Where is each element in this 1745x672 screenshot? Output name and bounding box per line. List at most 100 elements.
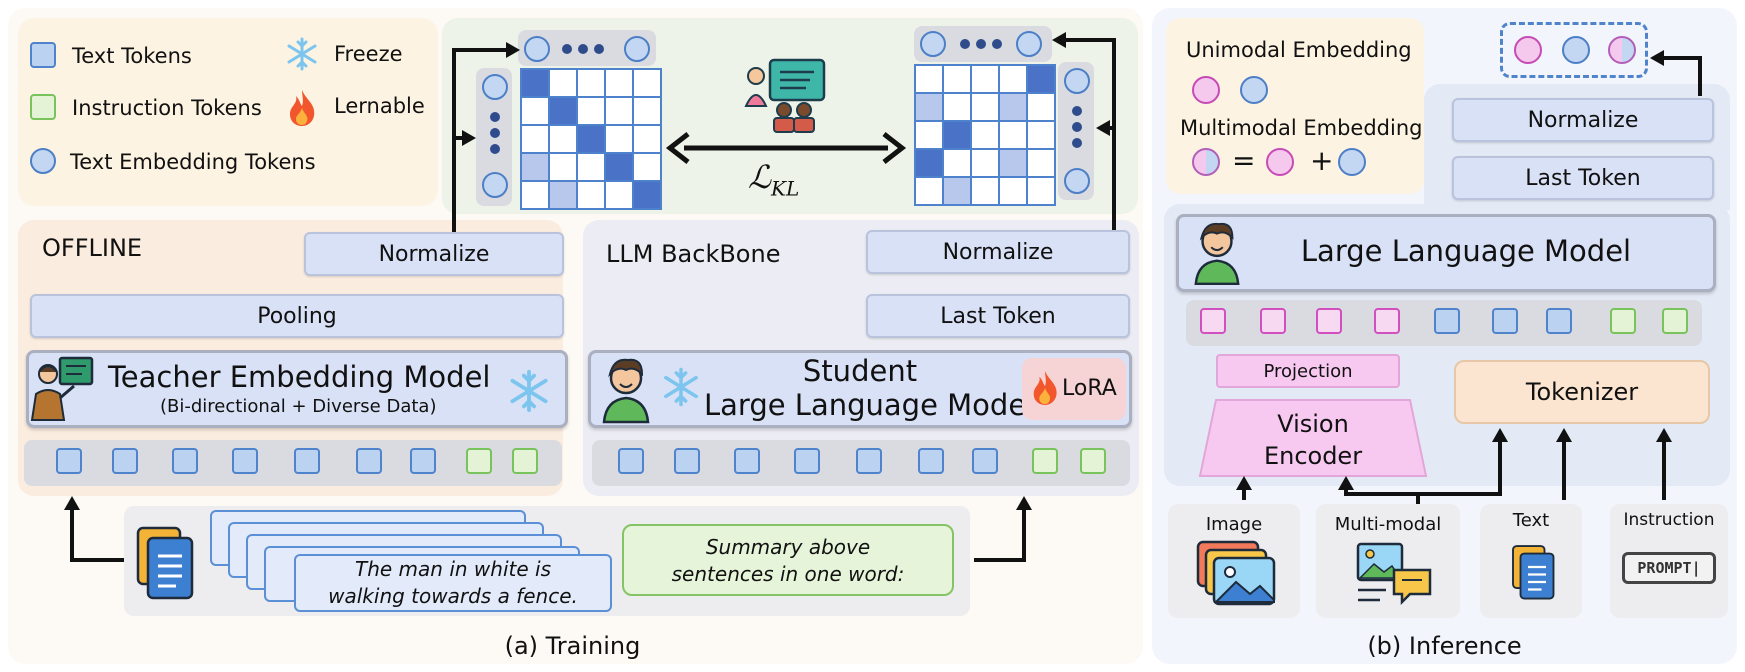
- image-token: [1316, 308, 1342, 334]
- image-token: [1200, 308, 1226, 334]
- legend-text-token-icon: [30, 42, 56, 68]
- matrix-cell: [550, 154, 576, 180]
- legend-text-embedding-tokens: Text Embedding Tokens: [70, 150, 316, 174]
- blue-embedding-dot: [1240, 76, 1268, 104]
- matrix-cell: [916, 178, 942, 204]
- fire-icon: [290, 90, 315, 126]
- output-embedding-box: [1500, 22, 1648, 78]
- matrix-cell: [972, 122, 998, 148]
- instruction-prompt-card: [622, 524, 954, 596]
- teacher-model-subtitle: (Bi-directional + Diverse Data): [160, 396, 437, 417]
- pink-embedding-dot: [1266, 148, 1294, 176]
- matrix-cell: [606, 70, 632, 96]
- matrix-cell: [522, 70, 548, 96]
- ellipsis-dot: [578, 44, 588, 54]
- matrix-cell: [634, 182, 660, 208]
- ellipsis-dot: [490, 128, 500, 138]
- ellipsis-dot: [1072, 106, 1082, 116]
- plus-sign: +: [1310, 144, 1334, 177]
- pink-embedding-dot: [1192, 76, 1220, 104]
- matrix-cell: [1028, 66, 1054, 92]
- embedding-dot: [482, 172, 508, 198]
- matrix-cell: [916, 66, 942, 92]
- matrix-cell: [972, 94, 998, 120]
- matrix-cell: [1028, 150, 1054, 176]
- tokenizer: Tokenizer: [1454, 360, 1710, 424]
- mixed-embedding-dot: [1608, 36, 1636, 64]
- legend: [18, 18, 438, 206]
- text-token: [356, 448, 382, 474]
- ellipsis-dot: [594, 44, 604, 54]
- ellipsis-dot: [976, 39, 986, 49]
- matrix-cell: [578, 98, 604, 124]
- ellipsis-dot: [992, 39, 1002, 49]
- backbone-last-token: Last Token: [866, 294, 1130, 338]
- inference-last-token: Last Token: [1452, 156, 1714, 200]
- input-text-label: Text: [1512, 510, 1550, 531]
- mixed-embedding-dot: [1192, 148, 1220, 176]
- legend-instruction-token-icon: [30, 94, 56, 120]
- text-token: [1434, 308, 1460, 334]
- text-token: [294, 448, 320, 474]
- student-similarity-matrix: [914, 64, 1056, 206]
- teacher-similarity-matrix: [520, 68, 662, 210]
- ellipsis-dot: [490, 112, 500, 122]
- instruction-token: [466, 448, 492, 474]
- snowflake-icon: [664, 367, 698, 407]
- classroom-icon: [744, 58, 826, 133]
- sentence-line1: The man in white is: [355, 557, 551, 581]
- text-token: [410, 448, 436, 474]
- document-icon: [136, 526, 194, 600]
- text-token: [972, 448, 998, 474]
- matrix-cell: [1000, 150, 1026, 176]
- matrix-cell: [916, 122, 942, 148]
- pink-embedding-dot: [1514, 36, 1542, 64]
- inference-llm-title: Large Language Model: [1300, 234, 1632, 268]
- embedding-dot: [1064, 168, 1090, 194]
- prompt-line1: Summary above: [705, 535, 871, 559]
- matrix-cell: [578, 182, 604, 208]
- unimodal-embedding-label: Unimodal Embedding: [1186, 38, 1412, 62]
- matrix-cell: [972, 66, 998, 92]
- matrix-cell: [522, 182, 548, 208]
- inference-llm: [1176, 214, 1716, 292]
- matrix-cell: [522, 98, 548, 124]
- matrix-cell: [944, 66, 970, 92]
- matrix-cell: [550, 126, 576, 152]
- offline-normalize: Normalize: [304, 232, 564, 276]
- vision-encoder-shape: [1198, 399, 1428, 477]
- instruction-token: [1610, 308, 1636, 334]
- image-icon: [1196, 540, 1276, 606]
- image-token: [1260, 308, 1286, 334]
- text-token: [618, 448, 644, 474]
- legend-lernable: Lernable: [334, 94, 425, 118]
- matrix-cell: [1000, 122, 1026, 148]
- projection-layer: Projection: [1216, 354, 1400, 388]
- text-token: [1492, 308, 1518, 334]
- student-icon: [1194, 222, 1240, 286]
- matrix-cell: [972, 150, 998, 176]
- blue-embedding-dot: [1338, 148, 1366, 176]
- embedding-dot: [920, 31, 946, 57]
- text-token: [112, 448, 138, 474]
- matrix-cell: [916, 150, 942, 176]
- matrix-cell: [634, 98, 660, 124]
- caption-inference: (b) Inference: [1367, 632, 1522, 660]
- sentence-card: [294, 554, 612, 612]
- matrix-cell: [1000, 178, 1026, 204]
- matrix-cell: [944, 94, 970, 120]
- ellipsis-dot: [490, 144, 500, 154]
- legend-freeze: Freeze: [334, 42, 403, 66]
- caption-training: (a) Training: [504, 632, 641, 660]
- matrix-cell: [634, 70, 660, 96]
- instruction-token: [512, 448, 538, 474]
- multimodal-embedding-label: Multimodal Embedding: [1180, 116, 1423, 140]
- kl-double-arrow: [665, 132, 907, 164]
- offline-pooling: Pooling: [30, 294, 564, 338]
- matrix-cell: [606, 154, 632, 180]
- instruction-token: [1662, 308, 1688, 334]
- matrix-cell: [550, 98, 576, 124]
- matrix-cell: [606, 98, 632, 124]
- input-image-label: Image: [1205, 514, 1263, 535]
- matrix-cell: [972, 178, 998, 204]
